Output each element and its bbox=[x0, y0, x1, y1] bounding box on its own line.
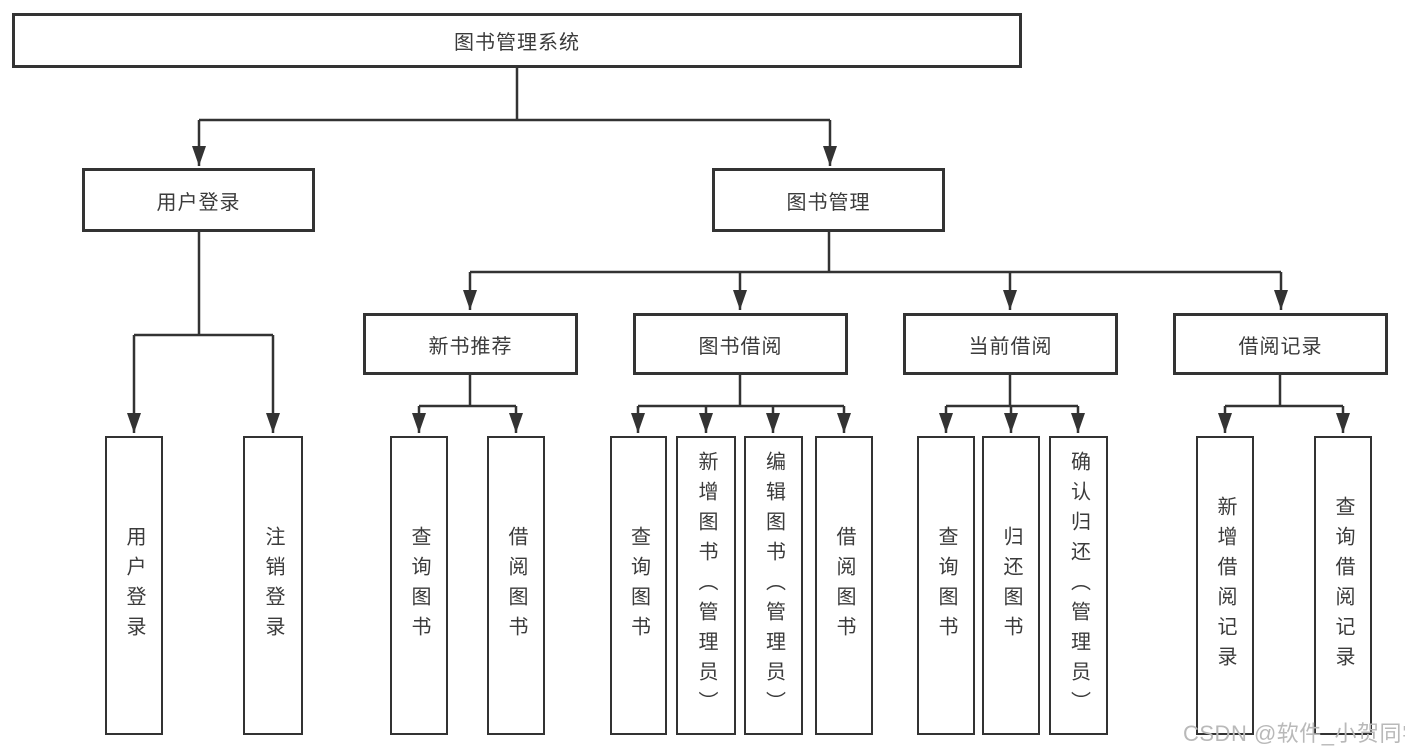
leaf-records-add-record: 新增借阅记录 bbox=[1196, 436, 1254, 735]
edges-current-borrow bbox=[939, 375, 1085, 433]
leaf-current-return-books: 归还图书 bbox=[982, 436, 1040, 735]
leaf-newbook-query-books-label: 查询图书 bbox=[408, 525, 430, 646]
node-book-borrow: 图书借阅 bbox=[633, 313, 848, 375]
leaf-borrow-add-books-admin: 新增图书（管理员） bbox=[676, 436, 736, 735]
leaf-user-login: 用户登录 bbox=[105, 436, 163, 735]
leaf-current-query-books-label: 查询图书 bbox=[935, 525, 957, 646]
leaf-newbook-borrow-books-label: 借阅图书 bbox=[505, 525, 527, 646]
edges-user-login bbox=[127, 232, 280, 433]
leaf-user-login-label: 用户登录 bbox=[123, 525, 145, 646]
leaf-current-return-books-label: 归还图书 bbox=[1000, 525, 1022, 646]
node-user-login: 用户登录 bbox=[82, 168, 315, 232]
node-book-borrow-label: 图书借阅 bbox=[698, 335, 783, 358]
node-root-label: 图书管理系统 bbox=[454, 32, 580, 54]
node-current-borrow: 当前借阅 bbox=[903, 313, 1118, 375]
node-new-book-recommend: 新书推荐 bbox=[363, 313, 578, 375]
leaf-newbook-borrow-books: 借阅图书 bbox=[487, 436, 545, 735]
node-new-book-recommend-label: 新书推荐 bbox=[428, 335, 513, 358]
leaf-logout-label: 注销登录 bbox=[262, 525, 284, 646]
node-root: 图书管理系统 bbox=[12, 13, 1022, 68]
leaf-current-confirm-return-admin: 确认归还（管理员） bbox=[1049, 436, 1108, 735]
edges-book-borrow bbox=[631, 375, 851, 433]
node-book-management: 图书管理 bbox=[712, 168, 945, 232]
leaf-current-confirm-return-admin-label: 确认归还（管理员） bbox=[1067, 450, 1090, 721]
node-borrow-records-label: 借阅记录 bbox=[1238, 335, 1323, 358]
node-book-management-label: 图书管理 bbox=[786, 191, 871, 214]
leaf-borrow-edit-books-admin: 编辑图书（管理员） bbox=[744, 436, 803, 735]
node-user-login-label: 用户登录 bbox=[156, 191, 241, 214]
csdn-watermark: CSDN @软件_小贺同学 bbox=[1183, 721, 1405, 746]
leaf-newbook-query-books: 查询图书 bbox=[390, 436, 448, 735]
leaf-records-query-record-label: 查询借阅记录 bbox=[1332, 495, 1354, 676]
leaf-records-add-record-label: 新增借阅记录 bbox=[1214, 495, 1236, 676]
leaf-records-query-record: 查询借阅记录 bbox=[1314, 436, 1372, 735]
node-borrow-records: 借阅记录 bbox=[1173, 313, 1388, 375]
leaf-borrow-borrow-books: 借阅图书 bbox=[815, 436, 873, 735]
leaf-borrow-query-books: 查询图书 bbox=[610, 436, 667, 735]
edges-root bbox=[192, 68, 837, 166]
node-current-borrow-label: 当前借阅 bbox=[968, 335, 1053, 358]
leaf-borrow-edit-books-admin-label: 编辑图书（管理员） bbox=[762, 450, 785, 721]
leaf-logout: 注销登录 bbox=[243, 436, 303, 735]
leaf-current-query-books: 查询图书 bbox=[917, 436, 975, 735]
edges-new-book bbox=[412, 375, 523, 433]
leaf-borrow-add-books-admin-label: 新增图书（管理员） bbox=[695, 450, 717, 721]
leaf-borrow-query-books-label: 查询图书 bbox=[627, 525, 650, 646]
edges-book-management bbox=[463, 232, 1288, 310]
edges-borrow-records bbox=[1218, 375, 1350, 433]
leaf-borrow-borrow-books-label: 借阅图书 bbox=[833, 525, 855, 646]
